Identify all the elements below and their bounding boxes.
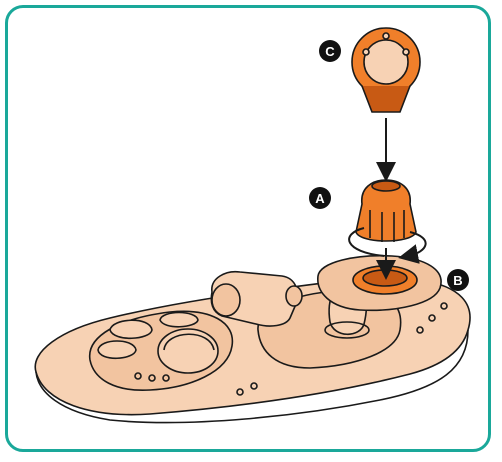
label-b-badge: B [447, 269, 469, 291]
base-console [35, 256, 470, 423]
part-a-cap [356, 180, 416, 242]
label-c-badge: C [319, 40, 341, 62]
label-a-badge: A [309, 187, 331, 209]
part-c-ring [352, 28, 420, 112]
